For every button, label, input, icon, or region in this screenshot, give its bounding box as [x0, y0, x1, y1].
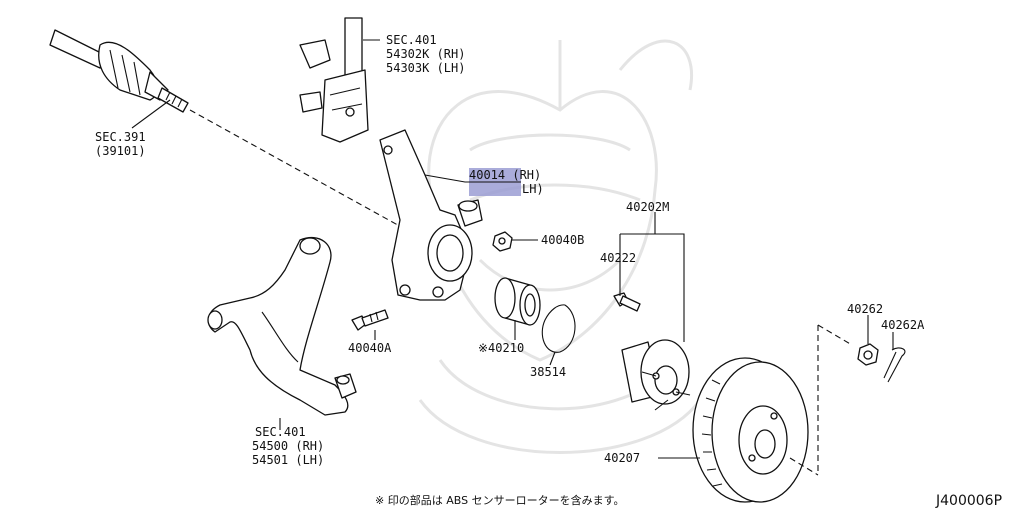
label-40262: 40262	[847, 302, 883, 316]
nut-40040b-icon	[492, 231, 513, 252]
label-40202m: 40202M	[626, 200, 669, 214]
label-sec391-ref: (39101)	[95, 144, 146, 158]
label-40207: 40207	[604, 451, 640, 465]
lower-control-arm	[207, 237, 357, 416]
label-40262a: 40262A	[881, 318, 925, 332]
wheel-bearing	[494, 277, 541, 326]
label-sec401-top-lh: 54303K (LH)	[386, 61, 465, 75]
label-38514: 38514	[530, 365, 566, 379]
label-sec401-top-sec: SEC.401	[386, 33, 437, 47]
bolt-40040a-icon	[351, 309, 389, 331]
wheel-hub	[621, 339, 691, 411]
label-sec401-bottom-rh: 54500 (RH)	[252, 439, 324, 453]
label-sec401-bottom: SEC.401 54500 (RH) 54501 (LH)	[252, 425, 324, 467]
shaft-axis-line	[189, 109, 471, 266]
label-sec401-top-rh: 54302K (RH)	[386, 47, 465, 61]
axle-axis-line	[789, 324, 853, 476]
label-sec391: SEC.391 (39101)	[95, 130, 146, 158]
label-40040a: 40040A	[348, 341, 392, 355]
label-40222: 40222	[600, 251, 636, 265]
label-40014-lh: LH)	[522, 182, 544, 196]
footnote: ※ 印の部品は ABS センサーローターを含みます。	[375, 493, 624, 507]
snap-ring	[541, 304, 576, 353]
strut-bracket	[299, 17, 369, 143]
hub-bolt-icon	[613, 292, 641, 312]
diagram-code: J400006P	[935, 493, 1002, 509]
label-40210: ※40210	[478, 341, 524, 355]
steering-knuckle	[379, 129, 483, 301]
leader-lines	[131, 39, 894, 459]
brake-rotor	[692, 357, 809, 503]
label-40014-rh: 40014 (RH)	[469, 168, 541, 182]
label-sec391-sec: SEC.391	[95, 130, 146, 144]
label-sec401-bottom-lh: 54501 (LH)	[252, 453, 324, 467]
label-sec401-bottom-sec: SEC.401	[255, 425, 306, 439]
drive-shaft	[49, 29, 189, 113]
axle-nut-40262-icon	[857, 343, 879, 366]
label-40040b: 40040B	[541, 233, 584, 247]
label-sec401-top: SEC.401 54302K (RH) 54303K (LH)	[386, 33, 465, 75]
cotter-pin-40262a-icon	[883, 347, 906, 383]
